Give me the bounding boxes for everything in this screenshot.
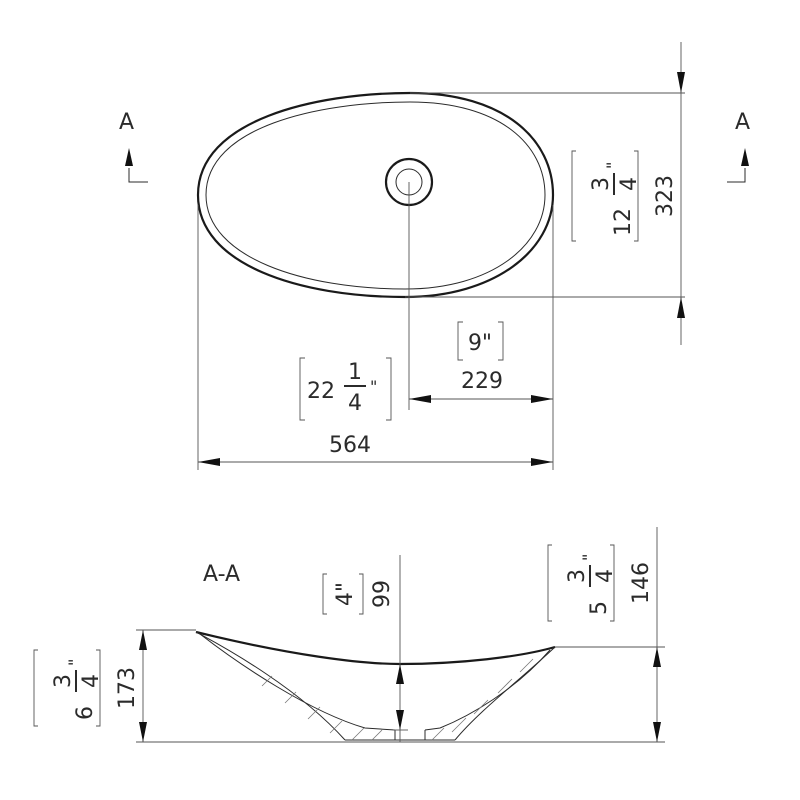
svg-text:4": 4" xyxy=(333,582,358,606)
svg-text:9": 9" xyxy=(468,331,492,356)
basin-outer-outline xyxy=(196,91,555,299)
section-marker-right: A xyxy=(727,110,750,183)
section-view: A-A 99 xyxy=(33,527,665,743)
basin-inner-outline xyxy=(205,101,546,290)
svg-text:1: 1 xyxy=(348,360,362,385)
inner-depth-inch-label: 4" xyxy=(322,573,364,615)
section-basin-profile xyxy=(195,630,556,666)
svg-text:6: 6 xyxy=(73,706,98,720)
section-title: A-A xyxy=(203,562,240,587)
section-marker-right-label: A xyxy=(735,110,750,135)
section-hatching xyxy=(261,658,534,741)
height-right-inch-label: 5 3 4 " xyxy=(547,544,618,622)
svg-text:3: 3 xyxy=(565,569,590,583)
drain-offset-inch-label: 9" xyxy=(457,321,504,361)
section-marker-left: A xyxy=(119,110,148,183)
inner-depth-mm-label: 99 xyxy=(370,580,395,608)
svg-text:22: 22 xyxy=(307,379,335,404)
height-left-inch-label: 6 3 4 " xyxy=(33,649,104,727)
svg-text:5: 5 xyxy=(587,601,612,615)
depth-mm-label: 323 xyxy=(653,175,678,217)
section-marker-left-label: A xyxy=(119,110,134,135)
svg-text:4: 4 xyxy=(79,674,104,688)
svg-text:3: 3 xyxy=(51,674,76,688)
svg-text:": " xyxy=(65,659,84,666)
top-view: A A 564 22 1 4 " 229 9" 323 xyxy=(119,42,750,470)
svg-text:12: 12 xyxy=(611,208,636,236)
depth-inch-label: 12 3 4 " xyxy=(571,150,642,242)
svg-text:4: 4 xyxy=(593,569,618,583)
svg-text:": " xyxy=(370,377,377,396)
height-left-mm-label: 173 xyxy=(115,667,140,709)
svg-text:3: 3 xyxy=(589,177,614,191)
svg-text:": " xyxy=(603,162,622,169)
svg-text:4: 4 xyxy=(348,391,362,416)
width-mm-label: 564 xyxy=(329,433,371,458)
svg-text:4: 4 xyxy=(617,177,642,191)
section-outer-wall-left xyxy=(195,631,346,741)
width-inch-label: 22 1 4 " xyxy=(299,357,392,421)
svg-text:": " xyxy=(579,554,598,561)
drain-offset-mm-label: 229 xyxy=(461,369,503,394)
height-right-mm-label: 146 xyxy=(629,562,654,604)
